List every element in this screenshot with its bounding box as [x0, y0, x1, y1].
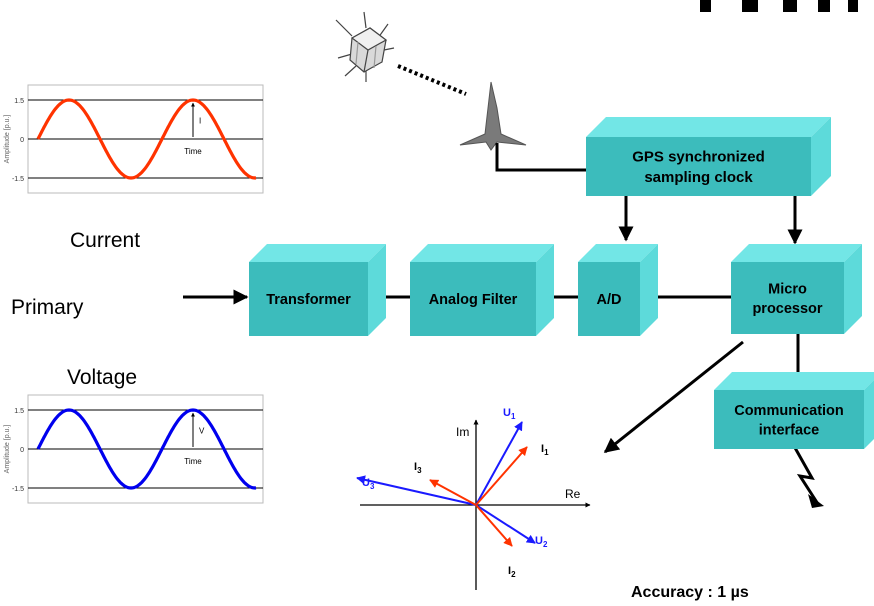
phasor-vector-label: I1: [541, 443, 549, 457]
phasor-vector-label: U2: [535, 535, 548, 549]
y-tick-label: 0: [20, 137, 24, 144]
phasor-vector-i2: [475, 504, 513, 547]
block-label: A/D: [597, 292, 622, 308]
block-label: Micro: [768, 281, 807, 297]
block-label: processor: [752, 301, 822, 317]
phasor-vector-i1: [475, 446, 528, 506]
block-front-face: [714, 390, 864, 449]
block-label: sampling clock: [644, 169, 753, 186]
cropped-title-fragment: [700, 0, 858, 12]
block-label: GPS synchronized: [632, 149, 765, 166]
y-axis-label: Amplitude [p.u.]: [4, 115, 11, 164]
phasor-vector-u2: [475, 504, 536, 544]
block-side-face: [844, 244, 862, 334]
block-label: interface: [759, 422, 819, 438]
block-label: Communication: [734, 403, 844, 419]
block-top-face: [714, 372, 874, 390]
satellite-icon: [335, 11, 395, 82]
phasor-vector-u3: [356, 475, 477, 506]
y-tick-label: -1.5: [12, 486, 24, 493]
primary-label: Primary: [11, 296, 84, 319]
amplitude-marker-label: V: [199, 427, 205, 436]
block-side-face: [864, 380, 874, 449]
y-axis-label: Amplitude [p.u.]: [4, 425, 11, 474]
block-front-face: [586, 137, 811, 196]
y-tick-label: 1.5: [14, 98, 24, 105]
phasor-vector-label: I2: [508, 565, 516, 579]
block-side-face: [811, 117, 831, 196]
voltage-label: Voltage: [67, 366, 138, 389]
block-front-face: [578, 262, 640, 336]
block-top-face: [578, 244, 658, 262]
re-axis-label: Re: [565, 487, 581, 501]
time-axis-label: Time: [184, 457, 202, 466]
block-top-face: [410, 244, 554, 262]
phasor-vector-label: U1: [503, 407, 516, 421]
phasor-vector-i3: [429, 479, 477, 506]
block-top-face: [586, 117, 831, 137]
communication-interface-block: Communication interface: [714, 372, 874, 449]
voltage-waveform-chart: 1.5 0 -1.5 Amplitude [p.u.] V Time: [4, 394, 264, 504]
block-side-face: [368, 244, 386, 336]
block-side-face: [640, 244, 658, 336]
block-top-face: [249, 244, 386, 262]
block-top-face: [731, 244, 862, 262]
current-waveform-chart: 1.5 0 -1.5 Amplitude [p.u.] I Time: [4, 84, 264, 194]
block-front-face: [731, 262, 844, 334]
y-tick-label: 0: [20, 447, 24, 454]
transformer-block: Transformer: [249, 244, 386, 336]
block-label: Transformer: [266, 292, 351, 308]
antenna-icon: [459, 81, 527, 151]
current-label: Current: [70, 229, 141, 252]
block-side-face: [536, 244, 554, 336]
waveform-curve: [36, 408, 257, 490]
accuracy-label: Accuracy : 1 µs: [631, 584, 749, 601]
block-front-face: [410, 262, 536, 336]
y-tick-label: 1.5: [14, 408, 24, 415]
phasor-vector-label: I3: [414, 461, 422, 475]
analog-filter-block: Analog Filter: [410, 244, 554, 336]
waveform-curve: [36, 98, 257, 180]
phasor-vector-label: U3: [362, 477, 375, 491]
gps-sampling-clock-block: GPS synchronized sampling clock: [586, 117, 831, 196]
time-axis-label: Time: [184, 147, 202, 156]
amplitude-marker-label: I: [199, 117, 201, 126]
ad-converter-block: A/D: [578, 244, 658, 336]
lightning-bolt-icon: [792, 445, 824, 508]
block-front-face: [249, 262, 368, 336]
im-axis-label: Im: [456, 425, 469, 439]
block-label: Analog Filter: [429, 292, 518, 308]
satellite-signal-dotted-line: [397, 64, 467, 96]
microprocessor-block: Micro processor: [731, 244, 862, 334]
phasor-vector-u1: [475, 421, 523, 506]
y-tick-label: -1.5: [12, 176, 24, 183]
